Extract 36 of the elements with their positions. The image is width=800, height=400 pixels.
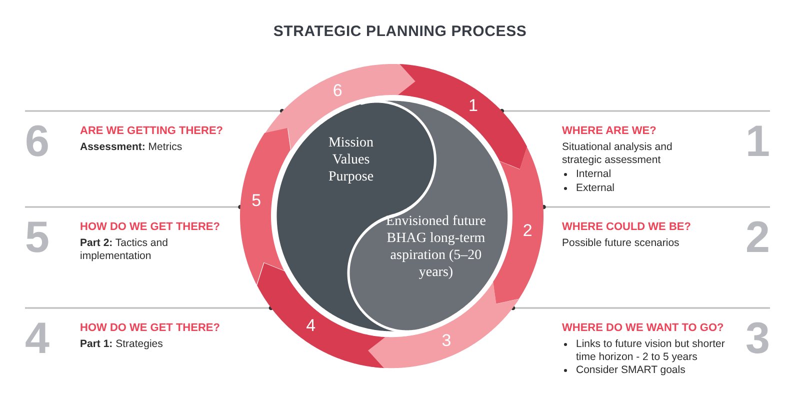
description-text: Possible future scenarios xyxy=(562,237,680,249)
bullet-item: Internal xyxy=(562,168,702,180)
description-text: Part 1: Strategies xyxy=(80,338,163,350)
section-heading: WHERE DO WE WANT TO GO? xyxy=(562,322,724,335)
background-number: 3 xyxy=(746,317,770,361)
leader-line xyxy=(25,306,274,310)
background-number: 6 xyxy=(25,120,50,164)
description-text: Part 2: Tactics and implementation xyxy=(80,237,168,262)
center-text: Envisioned future BHAG long-term aspiration (5–20 years) xyxy=(385,213,487,281)
section-heading: WHERE COULD WE BE? xyxy=(562,221,691,234)
center-text: Mission Values Purpose xyxy=(327,134,375,186)
background-number: 1 xyxy=(746,120,770,164)
step-number: 5 xyxy=(252,192,262,210)
leader-line xyxy=(500,108,770,114)
step-number: 4 xyxy=(306,316,316,335)
step-number: 2 xyxy=(522,222,532,240)
background-number: 5 xyxy=(25,216,50,260)
leader-line xyxy=(25,108,284,114)
bullet-item: External xyxy=(562,182,702,194)
section-heading: HOW DO WE GET THERE? xyxy=(80,322,220,335)
description-text: Situational analysis and strategic assessment xyxy=(562,141,672,166)
leader-line xyxy=(25,204,242,210)
leader-line xyxy=(510,306,770,310)
description-text: Assessment: Metrics xyxy=(80,141,182,153)
step-number: 1 xyxy=(468,97,478,116)
step-number: 6 xyxy=(332,82,342,100)
section-heading: HOW DO WE GET THERE? xyxy=(80,221,220,234)
title: STRATEGIC PLANNING PROCESS xyxy=(273,23,527,40)
leader-line xyxy=(542,204,770,210)
background-number: 4 xyxy=(25,317,50,361)
bullet-item: Consider SMART goals xyxy=(562,364,742,376)
background-number: 2 xyxy=(746,216,770,260)
bullet-item: Links to future vision but shorter time horizon - 2 to 5 years xyxy=(562,338,742,363)
section-heading: ARE WE GETTING THERE? xyxy=(80,125,223,138)
section-heading: WHERE ARE WE? xyxy=(562,125,656,138)
step-number: 3 xyxy=(442,332,452,350)
